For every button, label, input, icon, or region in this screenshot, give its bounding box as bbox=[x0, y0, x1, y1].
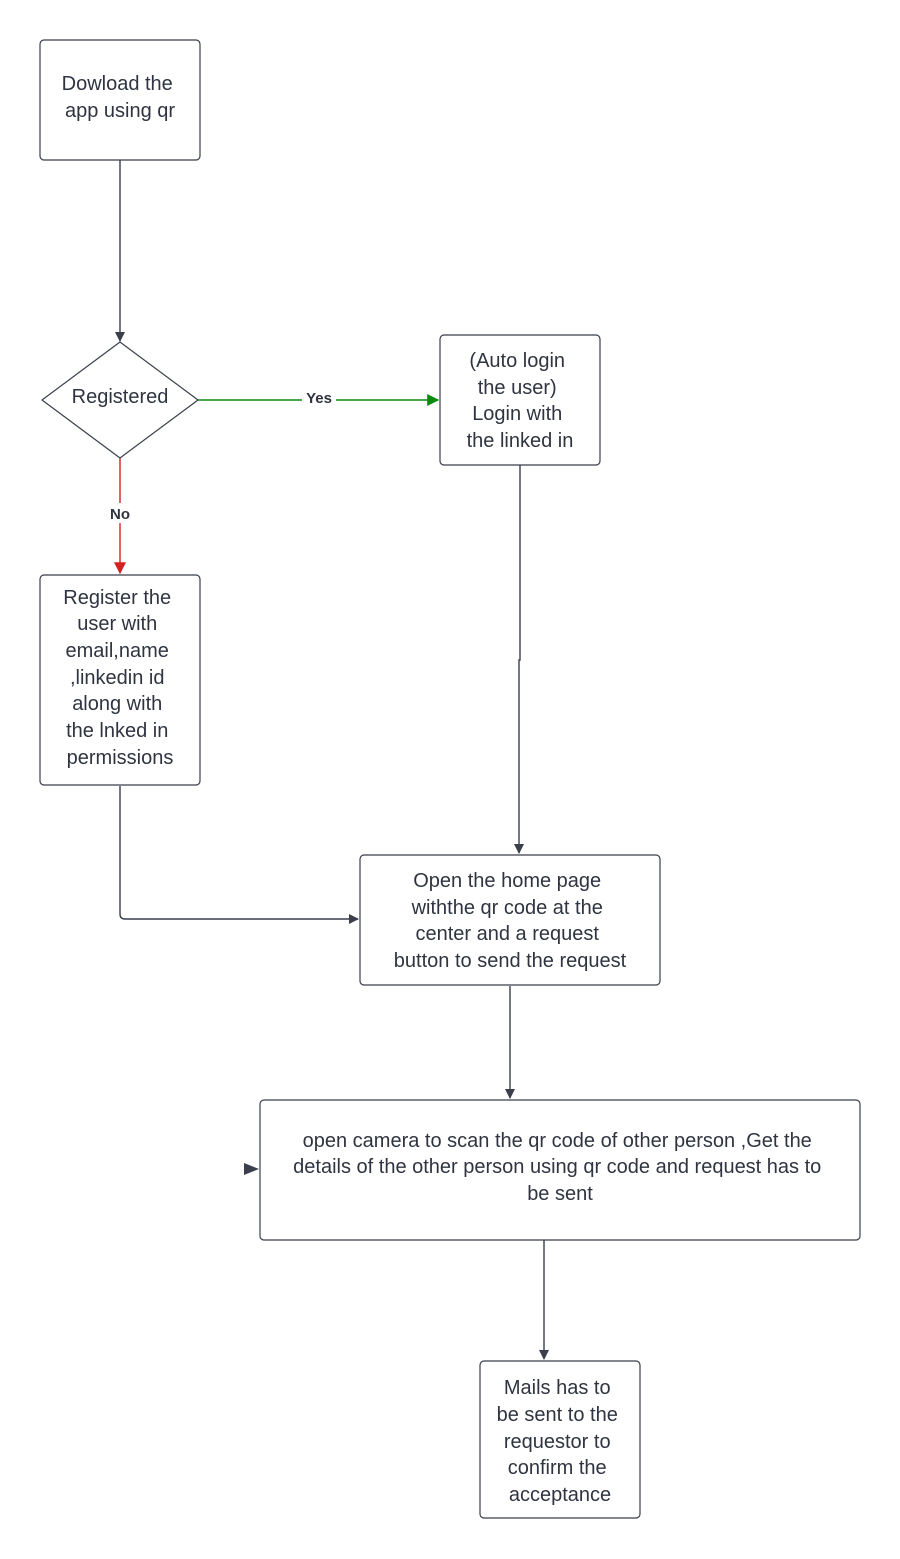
svg-text:open camera to scan the qr cod: open camera to scan the qr code of other… bbox=[293, 1130, 827, 1205]
node-register-user: Register the user with email,name ,linke… bbox=[39, 574, 201, 786]
node-mails-line-4: confirm the bbox=[508, 1457, 607, 1479]
node-scan: open camera to scan the qr code of other… bbox=[259, 1099, 861, 1241]
node-register-user-line-7: permissions bbox=[67, 747, 174, 769]
node-mails-line-3: requestor to bbox=[504, 1431, 611, 1453]
node-mails-line-5: acceptance bbox=[509, 1484, 611, 1506]
node-home-page-line-1: Open the home page bbox=[413, 870, 601, 892]
node-scan-line-1: open camera to scan the qr code of other… bbox=[303, 1130, 812, 1152]
node-mails-line-1: Mails has to bbox=[504, 1377, 611, 1399]
node-register-user-line-2: user with bbox=[77, 613, 157, 635]
node-download-line-1: Dowload the bbox=[62, 73, 173, 95]
edge-label-yes: Yes bbox=[306, 390, 332, 407]
node-register-user-line-1: Register the bbox=[63, 587, 171, 609]
node-home-page: Open the home page withthe qr code at th… bbox=[359, 854, 661, 986]
svg-text:Registered: Registered bbox=[72, 386, 169, 408]
node-mails-line-2: be sent to the bbox=[497, 1404, 618, 1426]
node-home-page-line-4: button to send the request bbox=[394, 950, 627, 972]
node-download: Dowload the app using qr bbox=[39, 39, 201, 161]
edge-auto-login-to-home bbox=[514, 465, 524, 854]
svg-text:Mails has to be sent to: Mails has to be sent to the requestor to… bbox=[497, 1377, 624, 1506]
node-scan-line-3: be sent bbox=[527, 1183, 593, 1205]
node-auto-login: (Auto login the user) Login with the lin… bbox=[439, 334, 601, 466]
edge-label-yes-bg bbox=[302, 389, 336, 409]
node-register-user-line-5: along with bbox=[72, 693, 162, 715]
node-register-user-line-3: email,name bbox=[66, 640, 169, 662]
svg-text:Dowload the app using qr: Dowload the app using qr bbox=[62, 73, 179, 122]
node-home-page-line-3: center and a request bbox=[415, 923, 599, 945]
node-auto-login-line-3: Login with bbox=[472, 403, 562, 425]
stray-arrowhead-left bbox=[244, 1163, 259, 1175]
svg-text:Register the user with: Register the user with email,name ,linke… bbox=[63, 587, 176, 769]
node-auto-login-line-4: the linked in bbox=[467, 430, 574, 452]
edge-label-no-bg bbox=[104, 503, 136, 523]
node-download-line-2: app using qr bbox=[65, 100, 175, 122]
svg-text:Open the home page witht: Open the home page withthe qr code at th… bbox=[394, 870, 627, 972]
node-home-page-line-2: withthe qr code at the bbox=[411, 897, 603, 919]
node-mails: Mails has to be sent to the requestor to… bbox=[479, 1360, 641, 1519]
node-scan-line-2: details of the other person using qr cod… bbox=[293, 1156, 821, 1178]
node-register-user-line-6: the lnked in bbox=[66, 720, 168, 742]
node-auto-login-line-1: (Auto login bbox=[469, 350, 565, 372]
node-registered-decision: Registered bbox=[41, 341, 199, 459]
node-register-user-line-4: ,linkedin id bbox=[70, 667, 165, 689]
node-auto-login-line-2: the user) bbox=[478, 377, 557, 399]
svg-text:(Auto login the user): (Auto login the user) Login with the lin… bbox=[467, 350, 574, 452]
edge-register-to-home bbox=[119, 786, 359, 924]
edge-label-no: No bbox=[110, 506, 130, 523]
node-registered-line-1: Registered bbox=[72, 386, 169, 408]
